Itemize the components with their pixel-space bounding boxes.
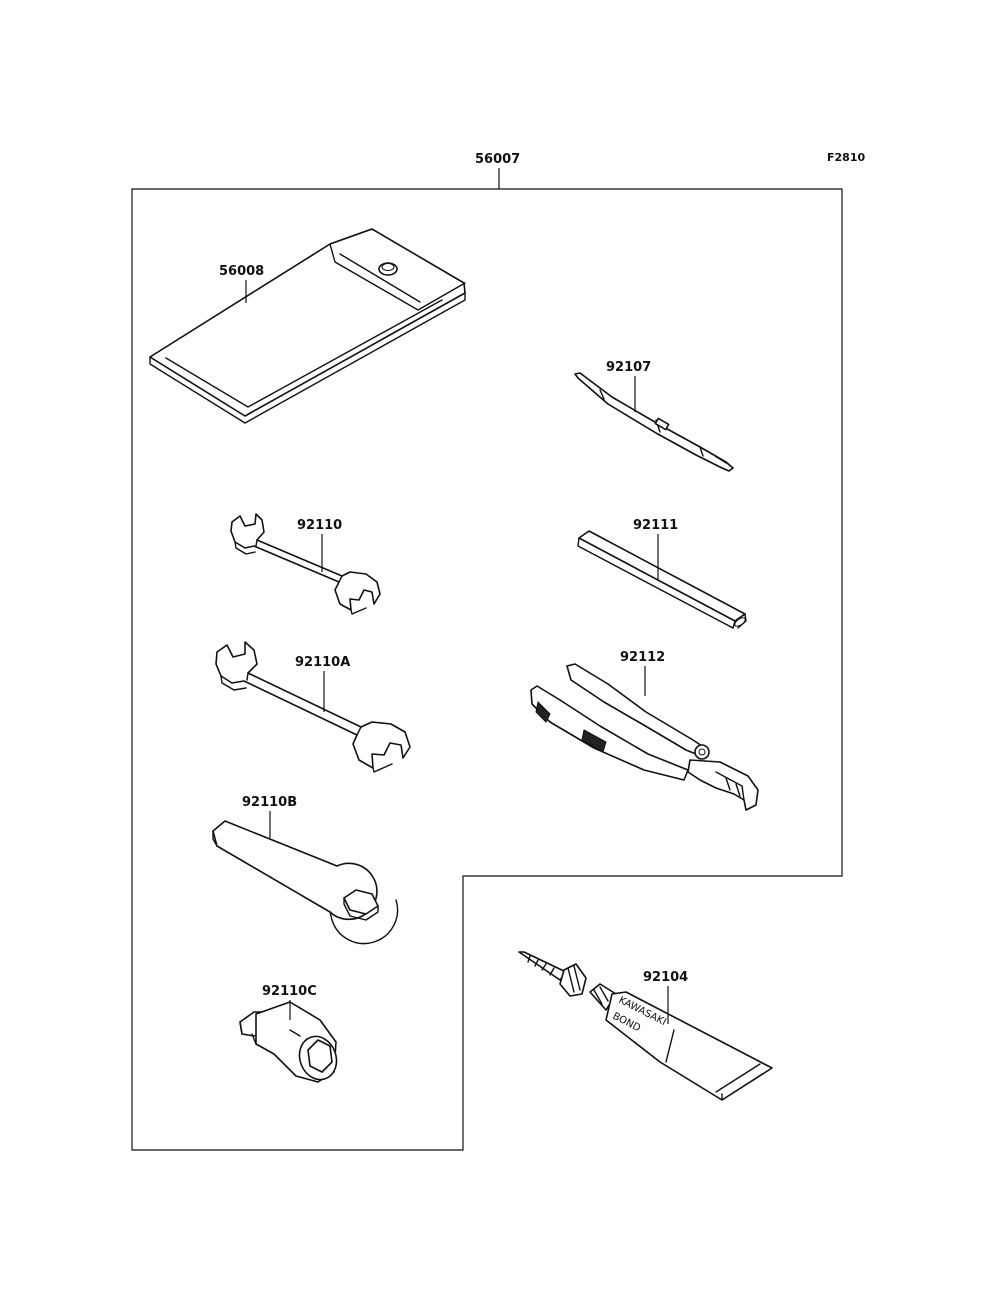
screwdriver-icon [574,372,734,472]
socket-part[interactable]: 92110C [239,984,342,1085]
wrench-small-part[interactable]: 92110 [230,513,381,615]
tool-bag-part[interactable]: 56008 [149,228,466,424]
screwdriver-part[interactable]: 92107 [574,360,734,472]
part-number-label: 92110A [295,655,350,670]
ring-spanner-part[interactable]: 92110B [212,795,399,945]
kit-part-number: 56007 [475,152,520,167]
bond-tube-part[interactable]: KAWASAKI BOND 92104 [518,951,773,1101]
part-number-label: 92110 [297,518,342,533]
part-number-label: 92111 [633,518,678,533]
wrench-medium-icon [215,641,411,773]
part-number-label: 92107 [606,360,651,375]
figure-code: F2810 [827,151,865,164]
tool-bag-icon [149,228,466,424]
bond-tube-icon [518,951,773,1101]
part-number-label: 92110B [242,795,297,810]
part-number-label: 92104 [643,970,688,985]
tube-bar-part[interactable]: 92111 [577,518,747,629]
part-number-label: 56008 [219,264,264,279]
socket-icon [239,1001,338,1083]
pliers-part[interactable]: 92112 [530,650,759,811]
part-number-label: 92110C [262,984,317,999]
pliers-icon [530,663,759,811]
wrench-medium-part[interactable]: 92110A [215,641,411,773]
wrench-small-icon [230,513,381,615]
part-number-label: 92112 [620,650,665,665]
kit-frame [131,188,843,1151]
ring-spanner-icon [212,820,399,945]
tube-bar-icon [577,530,747,629]
